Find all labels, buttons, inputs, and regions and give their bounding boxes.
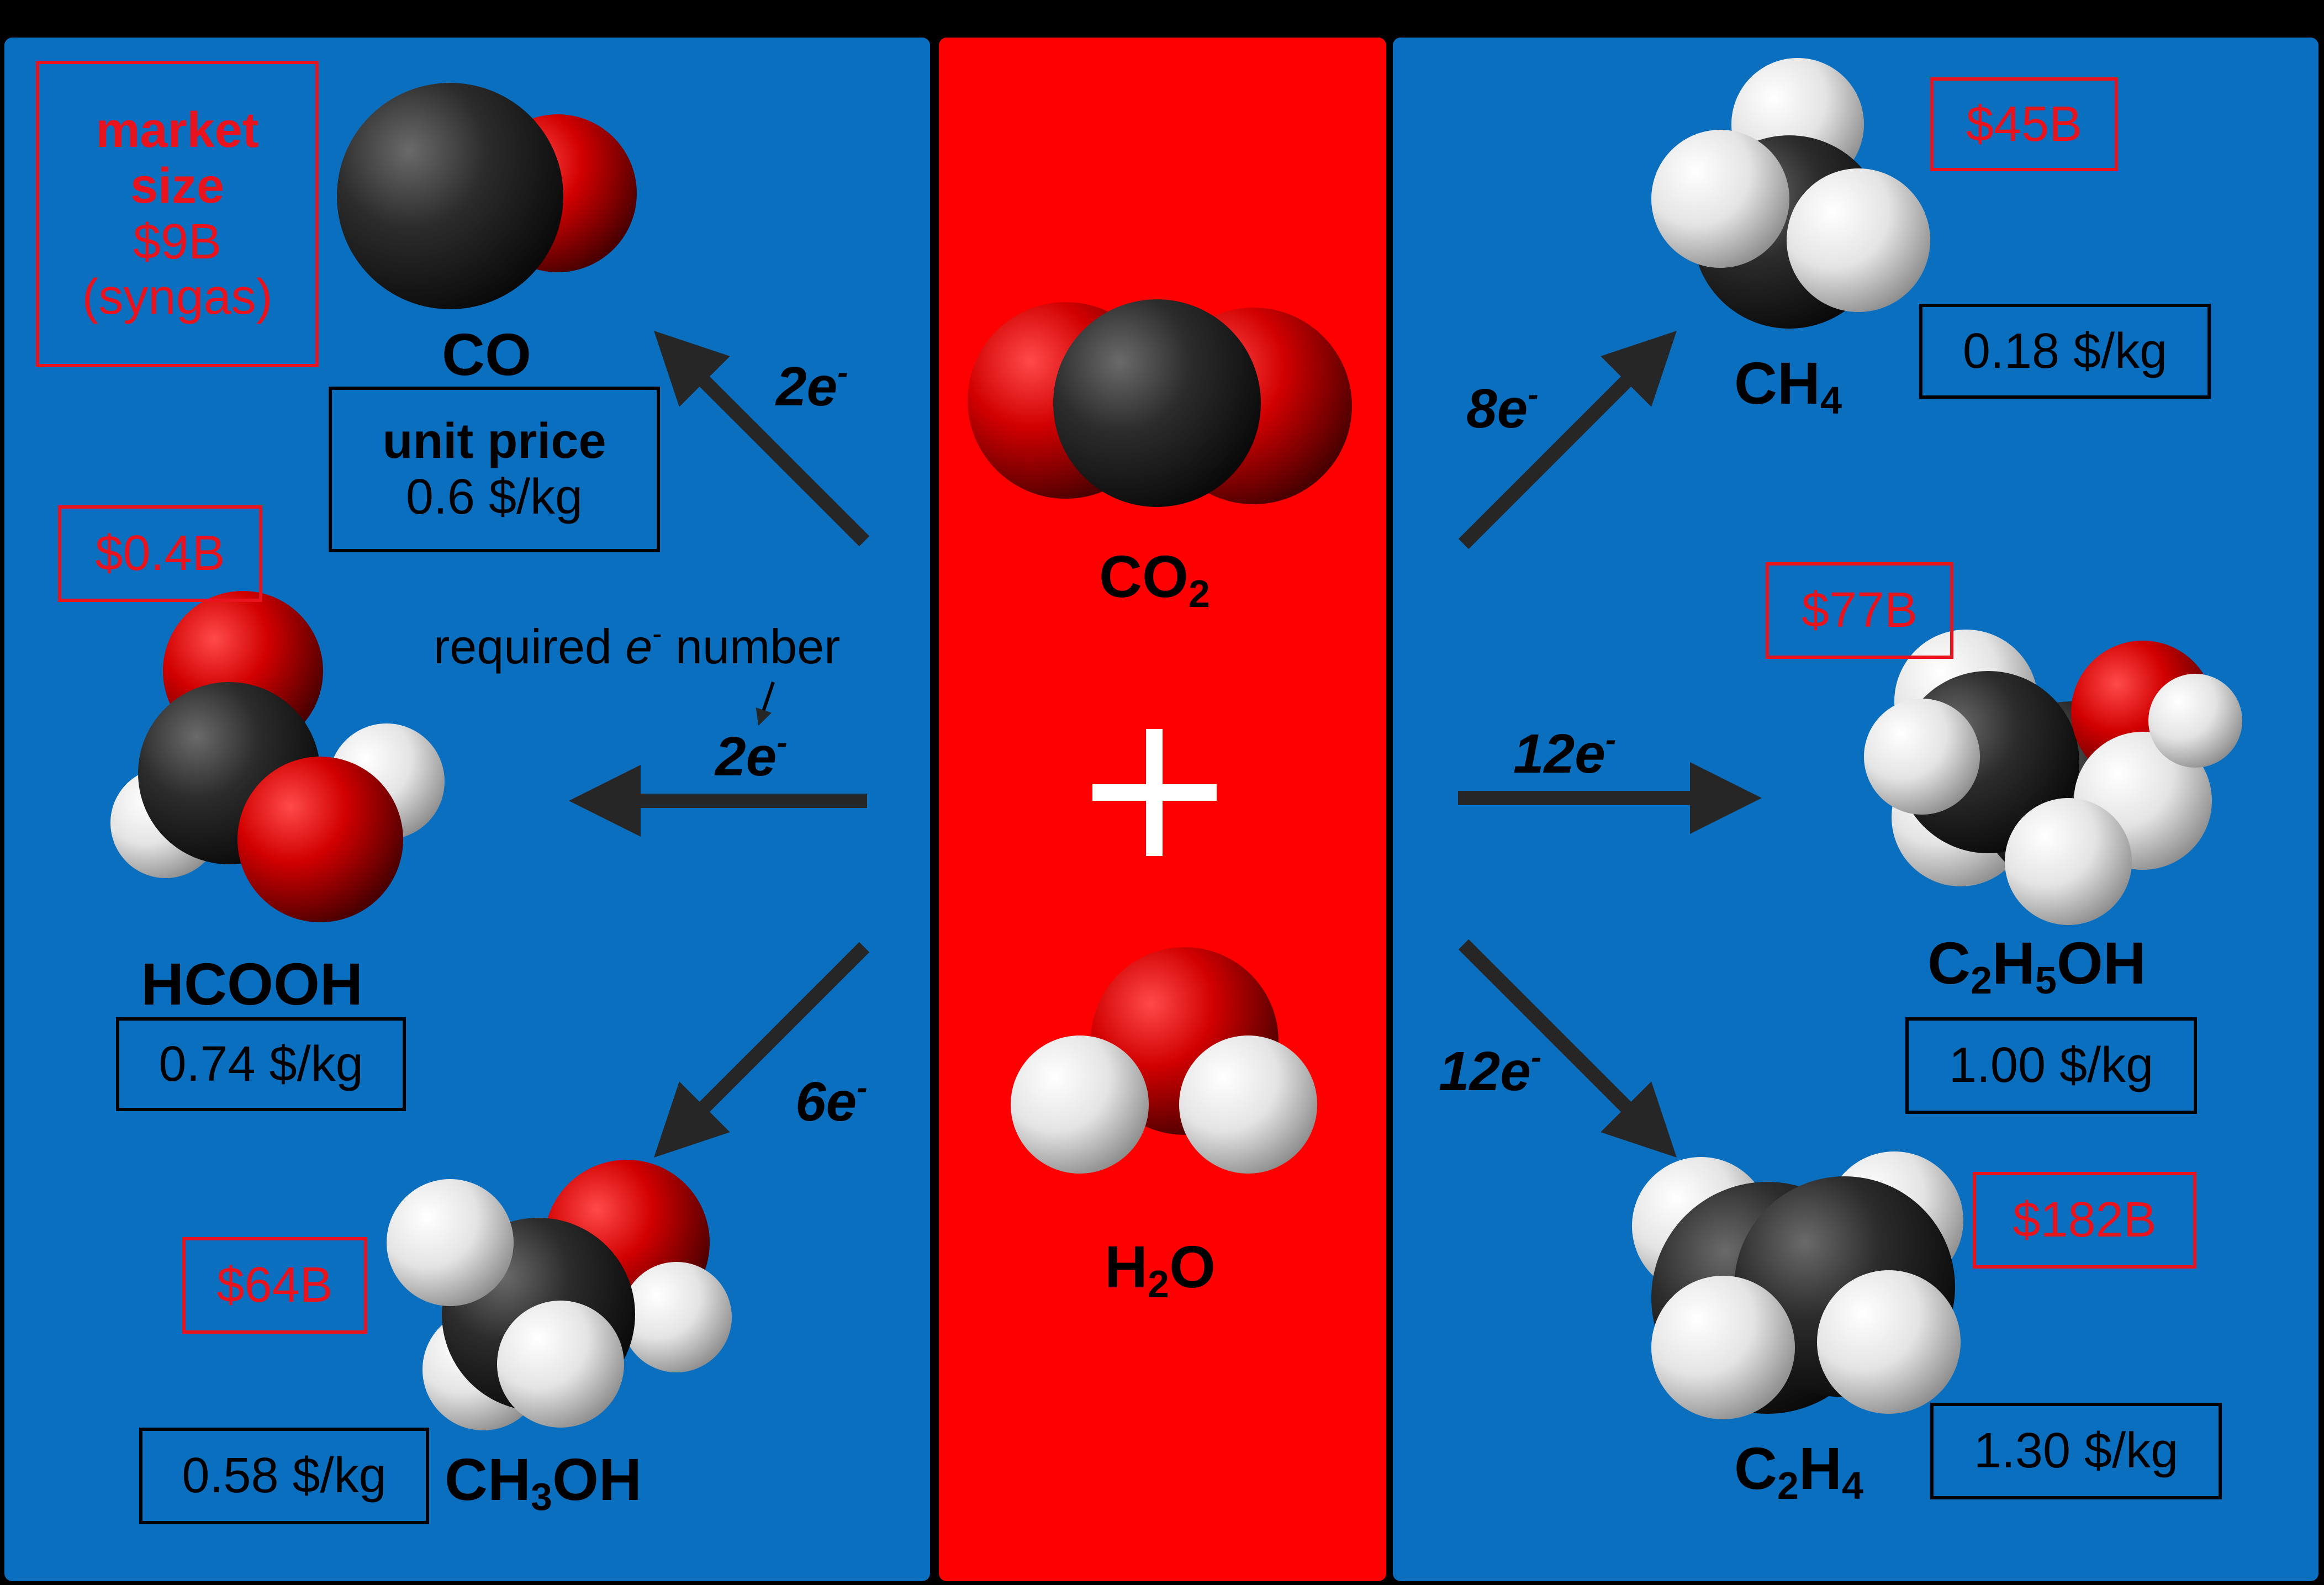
co2-label: CO2 bbox=[1099, 543, 1210, 615]
required-electrons-label: required e- number bbox=[434, 618, 841, 674]
ch3oh-molecule bbox=[387, 1160, 732, 1430]
c2h5oh-molecule bbox=[1864, 630, 2242, 925]
size-word: size bbox=[130, 158, 225, 214]
c2h5oh-market-box: $77B bbox=[1766, 562, 1953, 659]
ch4-electrons: 8e- bbox=[1466, 377, 1539, 440]
ch3oh-market-box: $64B bbox=[182, 1237, 367, 1334]
hcooh-price-box: 0.74 $/kg bbox=[116, 1017, 406, 1111]
market-word: market bbox=[96, 102, 259, 158]
ch3oh-label: CH3OH bbox=[445, 1446, 642, 1518]
h2o-molecule bbox=[1011, 947, 1317, 1174]
arrow-to-co bbox=[654, 331, 870, 547]
ch3oh-electrons: 6e- bbox=[795, 1070, 868, 1133]
co-electrons: 2e- bbox=[776, 355, 848, 418]
h2o-label: H2O bbox=[1105, 1233, 1216, 1306]
ch4-label: CH4 bbox=[1734, 350, 1842, 422]
hcooh-label: HCOOH bbox=[141, 950, 363, 1017]
c2h4-label: C2H4 bbox=[1734, 1435, 1863, 1507]
c2h4-electrons: 12e- bbox=[1439, 1039, 1542, 1102]
hcooh-market-box: $0.4B bbox=[58, 505, 262, 602]
arrow-to-ch4 bbox=[1458, 331, 1677, 550]
hcooh-molecule bbox=[110, 591, 445, 922]
c2h5oh-label: C2H5OH bbox=[1927, 929, 2146, 1002]
co-molecule bbox=[337, 83, 637, 309]
co-price-box: unit price 0.6 $/kg bbox=[329, 387, 660, 552]
market-size-legend-box: market size $9B (syngas) bbox=[36, 61, 319, 367]
co-price: 0.6 $/kg bbox=[405, 469, 583, 525]
hcooh-electrons: 2e- bbox=[715, 725, 788, 788]
ch3oh-price-box: 0.58 $/kg bbox=[139, 1428, 429, 1524]
c2h4-market-box: $182B bbox=[1973, 1172, 2196, 1269]
plus-sign bbox=[1092, 729, 1217, 856]
syngas-market-value: $9B bbox=[133, 214, 222, 270]
ch4-market-box: $45B bbox=[1930, 77, 2118, 171]
arrow-to-ch3oh bbox=[654, 942, 870, 1158]
arrow-to-c2h4 bbox=[1458, 939, 1677, 1158]
c2h5oh-price-box: 1.00 $/kg bbox=[1905, 1017, 2197, 1114]
syngas-word: (syngas) bbox=[82, 270, 273, 325]
c2h4-price-box: 1.30 $/kg bbox=[1930, 1403, 2222, 1499]
ch4-price-box: 0.18 $/kg bbox=[1919, 304, 2211, 399]
ch4-molecule bbox=[1651, 58, 1930, 329]
co2-molecule bbox=[968, 299, 1352, 507]
c2h4-molecule bbox=[1632, 1151, 1963, 1419]
unit-price-label: unit price bbox=[382, 414, 606, 469]
co-label: CO bbox=[442, 321, 531, 388]
c2h5oh-electrons: 12e- bbox=[1513, 722, 1617, 785]
pointer-arrow bbox=[756, 681, 775, 726]
